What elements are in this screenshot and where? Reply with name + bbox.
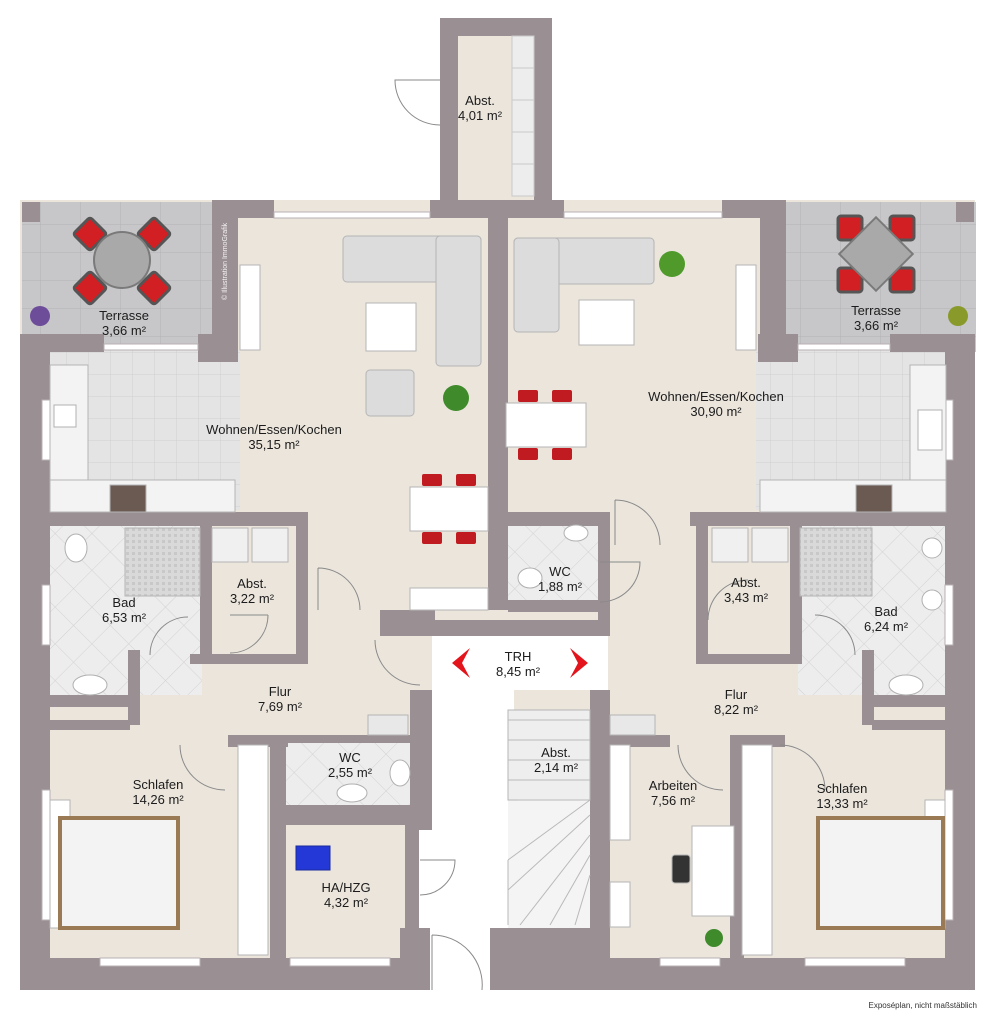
plants [30,251,968,947]
sanitary-fixtures [53,404,943,803]
footer-note: Exposéplan, nicht maßstäblich [868,1001,978,1010]
room-label-abst-stair: Abst.2,14 m² [533,745,579,775]
furniture-left [49,235,489,956]
doors [149,79,856,991]
dining-chairs-right [518,390,572,460]
staircase [507,719,591,926]
room-label-abst-left: Abst.3,22 m² [229,576,275,606]
room-label-abst-right: Abst.3,43 m² [723,575,769,605]
terrace-furniture-right [836,214,916,294]
windows [41,211,954,967]
room-label-abst-top: Abst.4,01 m² [457,93,503,123]
shelving-top [511,35,535,197]
dining-chairs-left [422,474,476,544]
watermark: © Illustration ImmoGrafik [222,222,229,300]
furniture-right [505,237,947,956]
terrace-furniture-left [72,216,172,306]
entrance-arrows [452,648,588,678]
walls [20,18,975,990]
